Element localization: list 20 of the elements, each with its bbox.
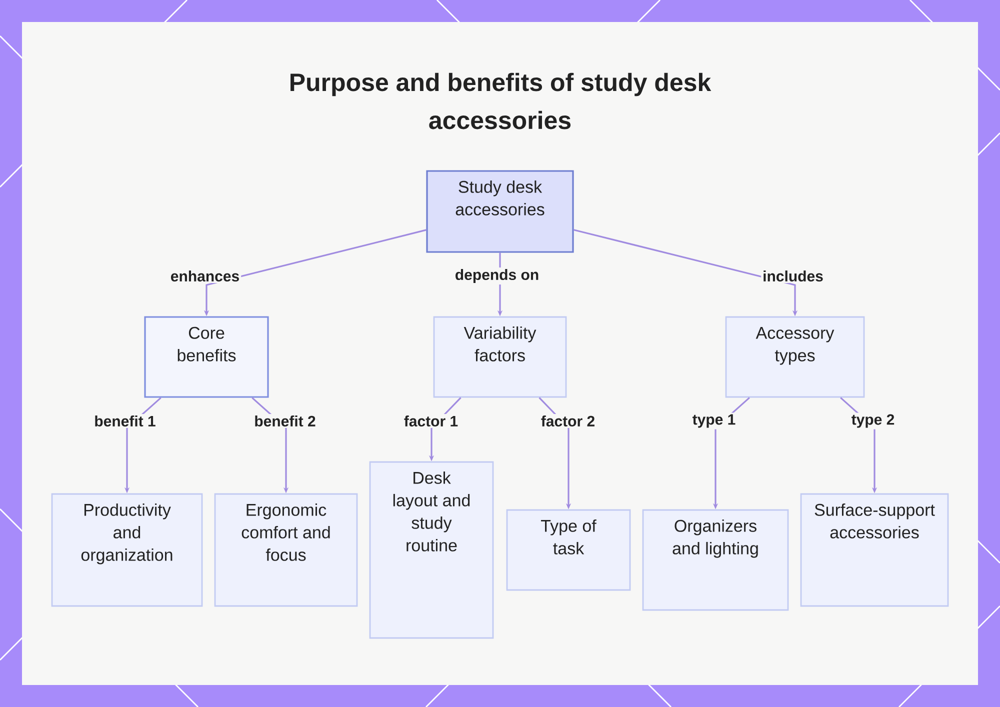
edge-label: type 2 (850, 412, 896, 430)
edge-label: factor 2 (539, 414, 597, 428)
concept-box: Organizers and lighting (642, 509, 789, 611)
edge-label: factor 1 (402, 414, 460, 428)
edge-label: includes (761, 269, 825, 284)
concept-box: Type of task (506, 509, 631, 591)
concept-box: Desk layout and study routine (369, 461, 494, 639)
concept-box: Variability factors (433, 316, 567, 398)
edge-label: type 1 (690, 412, 738, 430)
edge-label: depends on (453, 268, 541, 284)
concept-box: Accessory types (725, 316, 865, 398)
edge-label: benefit 2 (252, 414, 318, 428)
concept-box: Core benefits (144, 316, 269, 398)
concept-box: Ergonomic comfort and focus (214, 493, 358, 607)
concept-box: Surface-support accessories (800, 493, 949, 607)
concept-box: Study desk accessories (426, 170, 574, 253)
concept-box: Productivity and organization (51, 493, 203, 607)
title: Purpose and benefits of study desk accessories (290, 72, 712, 130)
edge-label: benefit 1 (92, 414, 158, 428)
edge-label: enhances (168, 269, 242, 284)
